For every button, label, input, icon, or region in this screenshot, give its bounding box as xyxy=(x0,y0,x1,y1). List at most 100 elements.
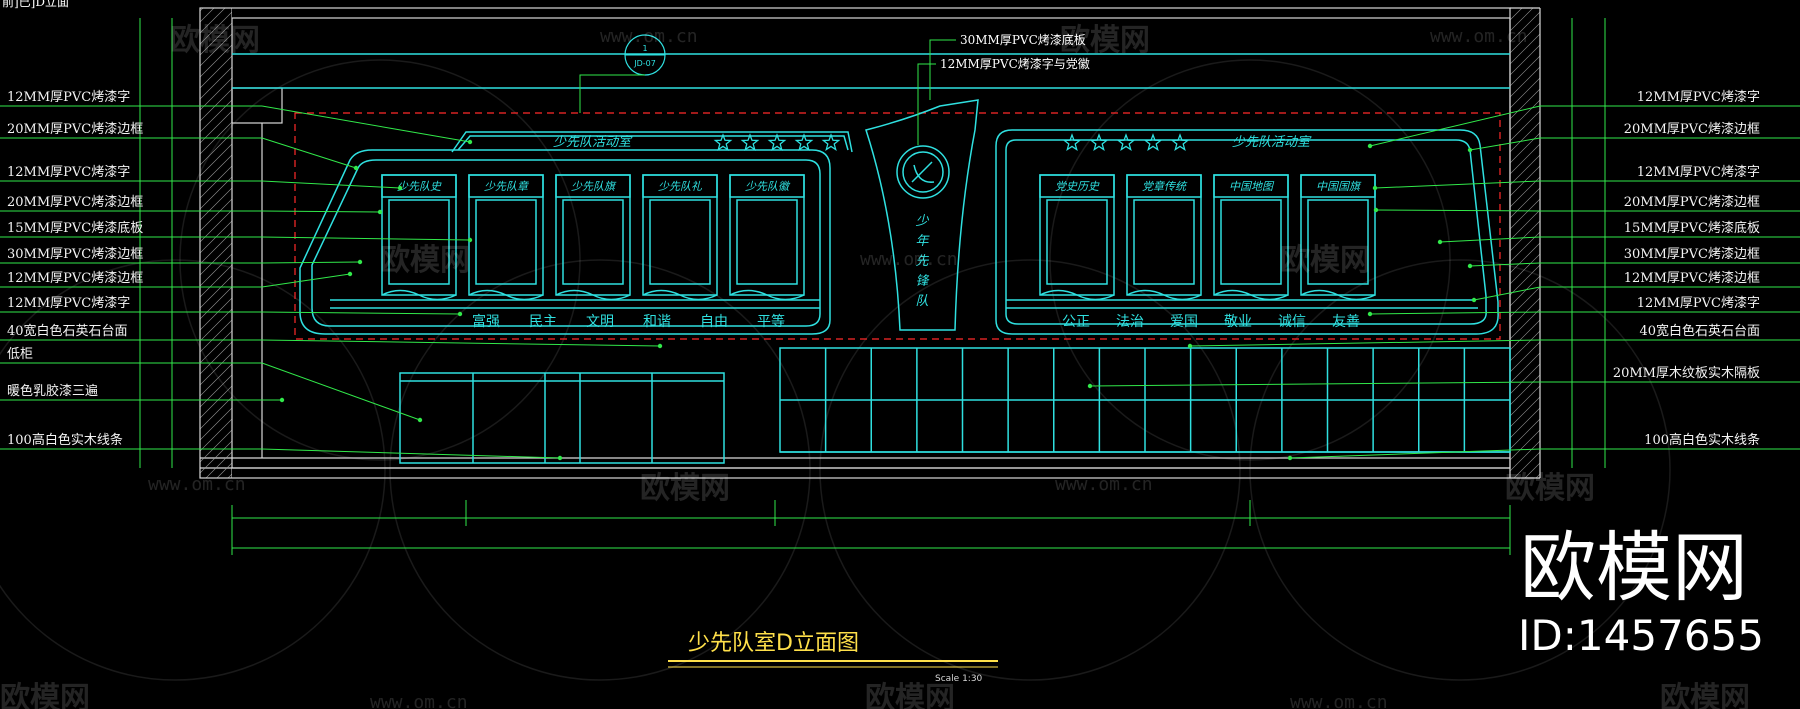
center-char: 少 xyxy=(915,214,929,229)
slogan-text: 法治 xyxy=(1116,314,1144,330)
right-annotation: 20MM厚木纹板实木隔板 xyxy=(1613,366,1760,381)
slogan-text: 和谐 xyxy=(643,314,671,330)
center-char: 先 xyxy=(915,254,929,269)
right-annotation: 100高白色实木线条 xyxy=(1644,432,1760,448)
left-panel: 少先队章 xyxy=(468,174,544,301)
left-annotation: 低柜 xyxy=(7,347,33,362)
left-panel-title: 少先队礼 xyxy=(658,180,703,193)
watermark-text: 欧模网 xyxy=(640,471,730,506)
slogan-text: 诚信 xyxy=(1278,314,1306,330)
star-icon xyxy=(740,133,760,151)
right-annotation: 40宽白色石英石台面 xyxy=(1639,323,1760,339)
section-callout: 1 JD-07 xyxy=(579,34,666,113)
center-char: 年 xyxy=(915,234,930,249)
slogan-text: 爱国 xyxy=(1170,314,1198,330)
watermark-logo: 欧模网 ID:1457655 xyxy=(1518,523,1764,660)
slogan-text: 自由 xyxy=(700,314,728,330)
right-panel: 党史历史 xyxy=(1039,174,1115,301)
center-char: 队 xyxy=(915,294,928,309)
left-annotation: 40宽白色石英石台面 xyxy=(7,323,128,339)
watermark-id: ID:1457655 xyxy=(1518,611,1764,660)
slogan-text: 公正 xyxy=(1062,314,1090,330)
slogan-text: 民主 xyxy=(529,314,557,330)
center-char: 锋 xyxy=(915,274,930,289)
watermark-text: www.om.cn xyxy=(1055,474,1153,495)
left-panel-title: 少先队徽 xyxy=(745,180,791,193)
star-icon xyxy=(821,133,841,151)
right-annotation: 20MM厚PVC烤漆边框 xyxy=(1624,194,1760,210)
left-panel: 少先队徽 xyxy=(729,174,805,301)
star-icon xyxy=(1062,133,1082,151)
shelving-unit xyxy=(779,347,1511,453)
drawing-title-block: 少先队室D立面图 Scale 1:30 xyxy=(668,631,998,684)
left-panel: 少先队礼 xyxy=(642,174,718,301)
left-panel-title: 少先队史 xyxy=(397,180,442,193)
display-boundary xyxy=(294,112,1501,340)
left-panel: 少先队旗 xyxy=(555,174,631,301)
right-annotation: 12MM厚PVC烤漆字 xyxy=(1637,164,1760,180)
left-panel-title: 少先队章 xyxy=(484,180,530,193)
right-annotation: 12MM厚PVC烤漆边框 xyxy=(1624,270,1760,286)
watermark-text: 欧模网 xyxy=(170,23,260,58)
ceiling-lines xyxy=(232,53,1510,89)
watermark-arcs xyxy=(0,59,1671,681)
callout-number: 1 xyxy=(642,44,647,53)
watermark-text: www.om.cn xyxy=(1430,26,1528,47)
right-panels: 党史历史 党章传统中国地图 中国国旗 xyxy=(1039,174,1376,301)
slogan-text: 文明 xyxy=(586,314,614,330)
low-cabinet xyxy=(399,372,725,464)
watermark-brand: 欧模网 xyxy=(1520,523,1748,612)
left-display-board xyxy=(299,131,853,335)
left-annotation: 暖色乳胶漆三遍 xyxy=(7,383,98,399)
watermark-text: 欧模网 xyxy=(1505,471,1595,506)
left-panel: 少先队史 xyxy=(381,174,457,301)
watermark-text: www.om.cn xyxy=(860,249,958,270)
watermark-text: 欧模网 xyxy=(380,243,470,278)
right-panel-title: 党史历史 xyxy=(1055,180,1100,193)
left-slogans: 富强民主文明和谐自由平等 xyxy=(472,313,785,330)
top-notes: 30MM厚PVC烤漆底板 12MM厚PVC烤漆字与党徽 xyxy=(917,32,1090,145)
right-panel: 党章传统 xyxy=(1126,174,1202,301)
star-icon xyxy=(713,133,733,151)
hammer-sickle-icon xyxy=(911,161,935,183)
callout-ref: JD-07 xyxy=(633,59,656,68)
dimension-lines xyxy=(139,18,1606,555)
right-annotation: 12MM厚PVC烤漆字 xyxy=(1637,89,1760,105)
right-display-board xyxy=(995,129,1499,335)
right-annotation: 30MM厚PVC烤漆边框 xyxy=(1624,246,1760,262)
slogan-text: 敬业 xyxy=(1224,314,1252,330)
corner-label: 前]已]D立面 xyxy=(2,0,69,9)
left-annotation: 12MM厚PVC烤漆边框 xyxy=(7,270,143,286)
watermark-text: 欧模网 xyxy=(865,681,955,709)
right-annotation: 15MM厚PVC烤漆底板 xyxy=(1624,220,1760,236)
left-banner-text: 少先队活动室 xyxy=(553,134,633,150)
left-annotations: 12MM厚PVC烤漆字20MM厚PVC烤漆边框12MM厚PVC烤漆字20MM厚P… xyxy=(7,89,143,448)
drawing-scale: Scale 1:30 xyxy=(935,674,983,684)
left-panels: 少先队史 少先队章 少先队旗 少先队礼 少先队徽 xyxy=(381,174,805,301)
star-icon xyxy=(1143,133,1163,151)
party-emblem-outer xyxy=(896,145,950,199)
right-panel-title: 中国国旗 xyxy=(1316,180,1362,193)
watermark-text: www.om.cn xyxy=(600,26,698,47)
left-annotation: 20MM厚PVC烤漆边框 xyxy=(7,121,143,137)
right-panel: 中国地图 xyxy=(1213,174,1289,301)
left-panel-title: 少先队旗 xyxy=(571,180,617,193)
star-icon xyxy=(1170,133,1190,151)
hatch-left xyxy=(200,8,232,478)
slogan-text: 平等 xyxy=(757,313,785,330)
watermark-text: www.om.cn xyxy=(370,692,468,709)
star-icon xyxy=(794,133,814,151)
top-note-1: 30MM厚PVC烤漆底板 xyxy=(960,32,1086,47)
watermark-text: www.om.cn xyxy=(1290,692,1388,709)
left-annotation: 30MM厚PVC烤漆边框 xyxy=(7,246,143,262)
right-slogans: 公正法治爱国敬业诚信友善 xyxy=(1062,314,1360,330)
left-annotation: 12MM厚PVC烤漆字 xyxy=(7,89,130,105)
hatch-right xyxy=(1510,8,1540,478)
right-annotations: 12MM厚PVC烤漆字20MM厚PVC烤漆边框12MM厚PVC烤漆字20MM厚P… xyxy=(1613,89,1760,448)
watermark-text: www.om.cn xyxy=(148,474,246,495)
left-annotation: 100高白色实木线条 xyxy=(7,432,123,448)
left-annotation: 12MM厚PVC烤漆字 xyxy=(7,295,130,311)
